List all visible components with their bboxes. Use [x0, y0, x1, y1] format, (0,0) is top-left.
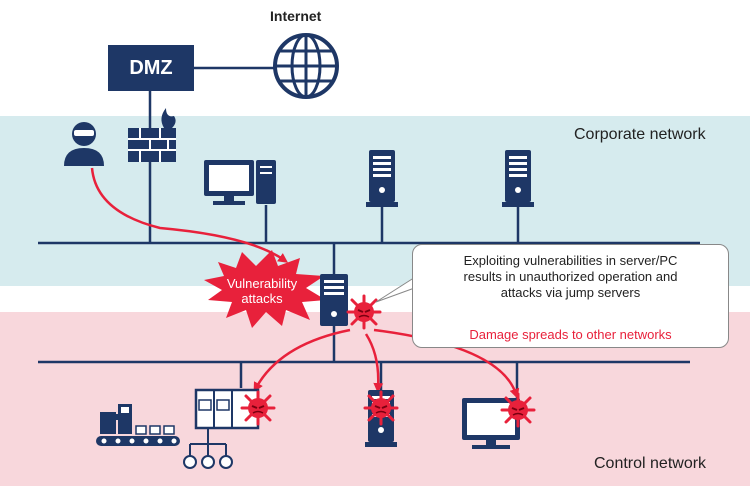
desktop-pc-icon: [204, 160, 276, 205]
callout-line-2: results in unauthorized operation and: [463, 269, 678, 284]
callout-line-1: Exploiting vulnerabilities in server/PC: [463, 253, 678, 268]
dmz-box: DMZ: [108, 45, 194, 91]
firewall-icon: [128, 108, 176, 162]
explanation-callout: Exploiting vulnerabilities in server/PC …: [412, 244, 729, 348]
callout-text: Exploiting vulnerabilities in server/PC …: [413, 253, 728, 301]
virus-icon: [240, 390, 276, 426]
virus-icon: [363, 390, 399, 426]
attacker-icon: [64, 122, 104, 166]
globe-icon: [273, 33, 339, 99]
control-network-label: Control network: [594, 455, 707, 472]
server-icon: [502, 150, 534, 207]
vulnerability-attack-burst: [204, 250, 326, 328]
burst-line-2: attacks: [241, 291, 283, 306]
virus-icon: [346, 294, 382, 330]
burst-line-1: Vulnerability: [226, 276, 298, 291]
factory-line-icon: [96, 404, 180, 446]
attack-path: [90, 167, 289, 263]
virus-icon: [500, 392, 536, 428]
corporate-network-label: Corporate network: [574, 126, 706, 143]
server-icon: [366, 150, 398, 207]
spread-arrows: [253, 328, 520, 399]
plc-icon: [183, 388, 260, 469]
vulnerability-attacks-label: Vulnerability attacks: [212, 276, 312, 306]
dmz-label: DMZ: [129, 56, 173, 79]
damage-spread-text: Damage spreads to other networks: [469, 327, 672, 342]
jump-server-icon: [320, 274, 348, 326]
callout-line-3: attacks via jump servers: [500, 285, 641, 300]
internet-label: Internet: [270, 8, 322, 24]
